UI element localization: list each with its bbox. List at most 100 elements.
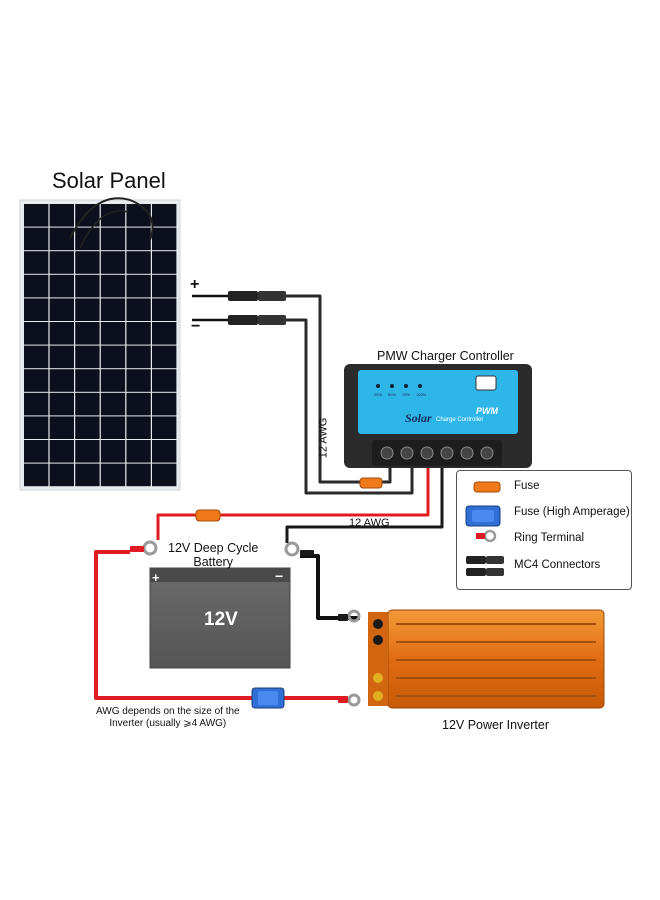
solar-cell	[152, 204, 177, 227]
controller-terminal	[460, 446, 474, 460]
legend-fuse-label: Fuse	[514, 480, 540, 492]
inverter-title: 12V Power Inverter	[442, 718, 549, 732]
controller-indicator-label: 25%	[374, 392, 382, 397]
solar-cell	[100, 322, 126, 345]
charge-controller: Solar Charge Controller PWM 25% 50% 75% 100…	[344, 364, 532, 468]
controller-indicator-label: 100%	[416, 392, 427, 397]
solar-cell	[24, 298, 49, 321]
solar-cell	[24, 204, 49, 227]
solar-cell	[75, 298, 100, 321]
solar-cell	[152, 227, 177, 251]
solar-cell	[24, 392, 49, 416]
solar-cell	[24, 227, 49, 251]
solar-cell	[49, 251, 74, 274]
battery-negative-label: −	[275, 568, 284, 584]
panel-negative-label: −	[191, 318, 201, 335]
controller-indicators: 25% 50% 75% 100%	[374, 384, 427, 397]
controller-terminals	[380, 446, 494, 460]
legend-fuse-high-label: Fuse (High Amperage)	[514, 506, 630, 518]
controller-indicator-led	[418, 384, 422, 388]
solar-cell	[75, 345, 100, 369]
solar-cell	[100, 369, 126, 392]
awg-note-line1: AWG depends on the size of the	[96, 706, 240, 717]
legend-ring-terminal-icon	[483, 529, 497, 543]
solar-cell	[100, 298, 126, 321]
controller-title: PMW Charger Controller	[377, 349, 514, 363]
controller-terminal	[440, 446, 454, 460]
legend-fuse-icon	[473, 481, 501, 493]
solar-cell	[24, 274, 49, 298]
battery	[149, 567, 291, 669]
solar-cell	[75, 322, 100, 345]
controller-indicator-label: 50%	[388, 392, 396, 397]
solar-cell	[49, 416, 74, 439]
controller-mode: PWM	[476, 406, 498, 416]
solar-cell	[49, 322, 74, 345]
solar-cell	[152, 345, 177, 369]
controller-terminal	[420, 446, 434, 460]
controller-indicator-led	[390, 384, 394, 388]
controller-terminal	[480, 446, 494, 460]
solar-cell	[100, 463, 126, 487]
solar-cell	[126, 274, 151, 298]
solar-cell	[49, 227, 74, 251]
solar-cell	[152, 251, 177, 274]
solar-cell	[75, 274, 100, 298]
solar-cell	[126, 463, 151, 487]
solar-cell	[100, 227, 126, 251]
solar-cell	[152, 274, 177, 298]
battery-voltage: 12V	[204, 609, 238, 630]
fuse-battery-line	[195, 509, 221, 522]
legend-mc4-label: MC4 Connectors	[514, 559, 601, 571]
solar-cell	[100, 251, 126, 274]
solar-cell	[24, 369, 49, 392]
awg-note-line2: Inverter (usually ⩾4 AWG)	[109, 718, 227, 729]
solar-cell	[24, 440, 49, 463]
solar-cell	[126, 322, 151, 345]
solar-panel-title: Solar Panel	[52, 168, 166, 193]
awg-note: AWG depends on the size of the Inverter …	[96, 706, 240, 730]
solar-cell	[24, 416, 49, 439]
solar-cell	[75, 463, 100, 487]
solar-cell	[49, 204, 74, 227]
controller-subtitle: Charge Controller	[436, 417, 483, 423]
legend-mc4-icon	[466, 556, 486, 564]
solar-cell	[49, 274, 74, 298]
inverter-fins	[396, 623, 596, 697]
solar-cell	[24, 251, 49, 274]
solar-cell	[49, 345, 74, 369]
battery-title-line1: 12V Deep Cycle	[168, 541, 259, 555]
wire-gauge-vertical: 12 AWG	[317, 417, 330, 459]
controller-terminal	[400, 446, 414, 460]
fuse-controller-panel	[359, 477, 383, 489]
solar-cell	[126, 251, 151, 274]
wire-gauge-horizontal: 12 AWG	[349, 517, 390, 529]
controller-indicator-led	[376, 384, 380, 388]
solar-cell	[126, 227, 151, 251]
solar-cell	[75, 440, 100, 463]
controller-indicator-label: 75%	[402, 392, 410, 397]
controller-terminal	[380, 446, 394, 460]
solar-cell	[75, 392, 100, 416]
panel-positive-label: +	[190, 276, 200, 293]
solar-cell	[126, 369, 151, 392]
mc4-connectors-panel	[192, 291, 286, 325]
battery-title: 12V Deep Cycle Battery	[168, 541, 258, 569]
solar-cell	[152, 416, 177, 439]
solar-cell	[75, 251, 100, 274]
solar-cell	[49, 463, 74, 487]
solar-panel	[19, 197, 181, 491]
solar-cells	[24, 204, 177, 487]
solar-cell	[126, 392, 151, 416]
solar-cell	[100, 204, 126, 227]
solar-cell	[152, 392, 177, 416]
controller-brand: Solar	[405, 411, 432, 425]
solar-cell	[100, 392, 126, 416]
solar-cell	[152, 369, 177, 392]
solar-cell	[49, 392, 74, 416]
solar-cell	[152, 322, 177, 345]
solar-cell	[152, 440, 177, 463]
solar-cell	[100, 345, 126, 369]
